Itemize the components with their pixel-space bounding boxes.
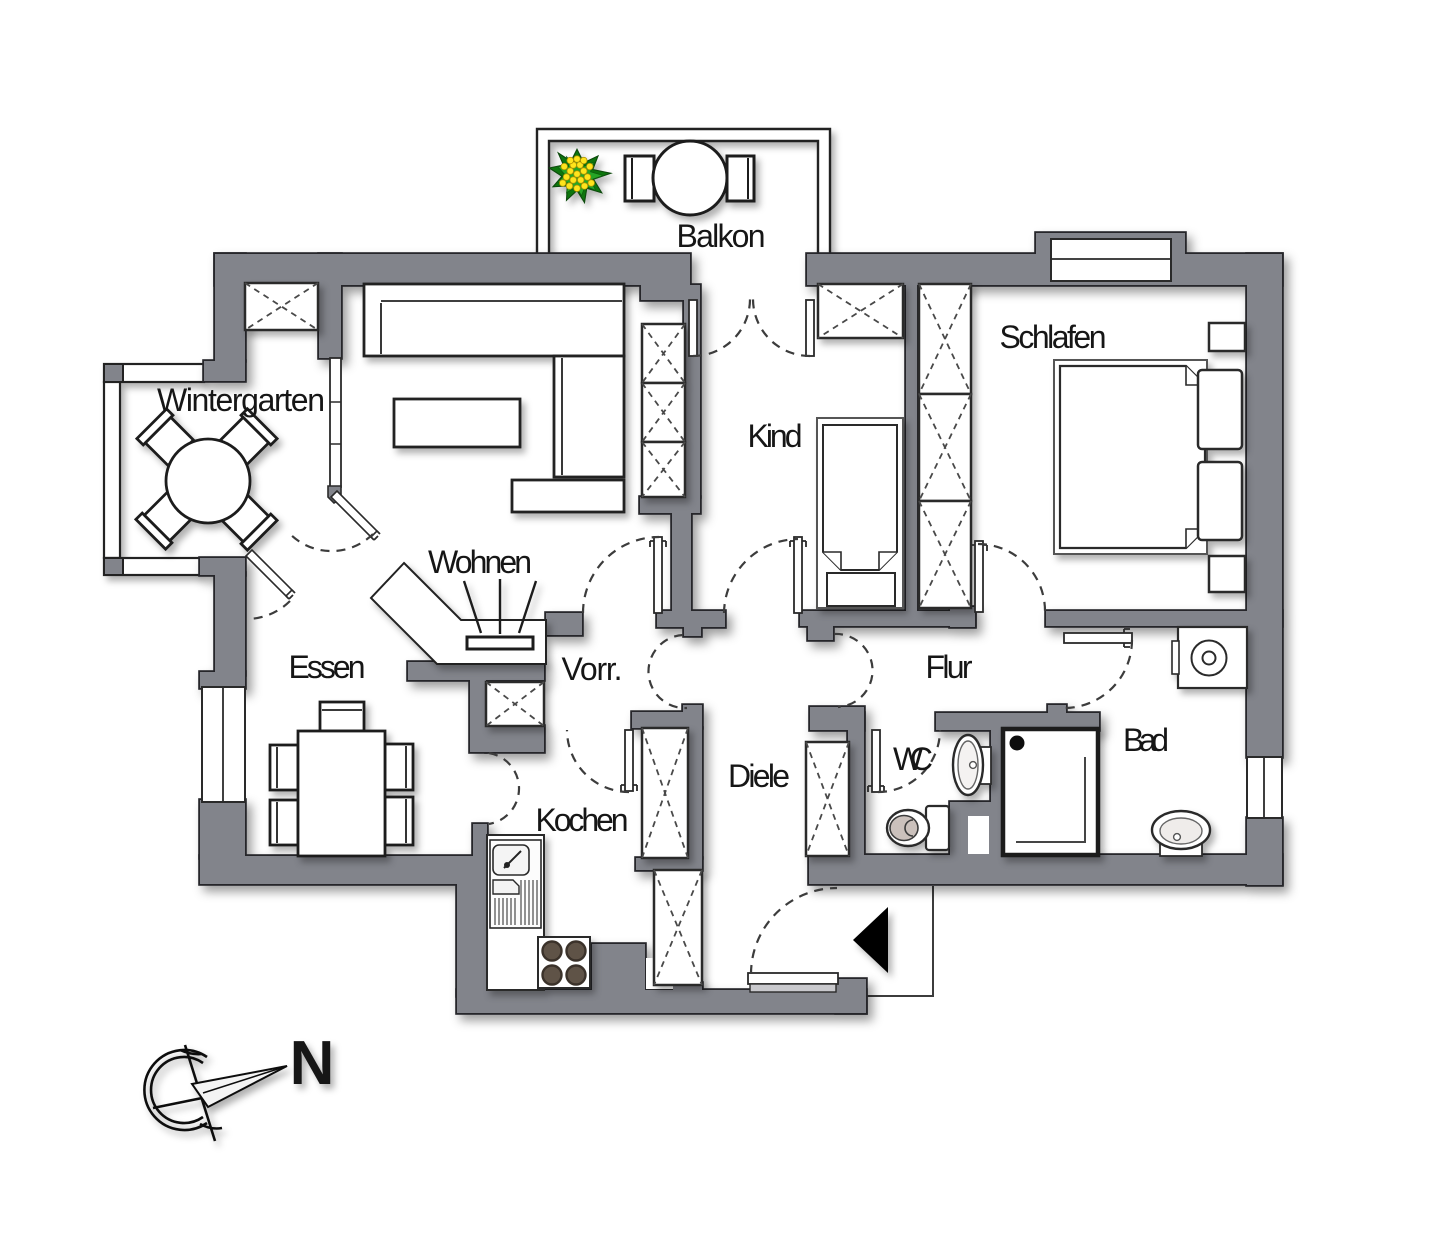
svg-text:Schlafen: Schlafen — [1000, 319, 1107, 355]
svg-text:Kind: Kind — [748, 418, 803, 454]
svg-text:Wintergarten: Wintergarten — [157, 382, 325, 418]
svg-text:N: N — [290, 1029, 335, 1098]
svg-text:Essen: Essen — [289, 649, 366, 685]
svg-text:Balkon: Balkon — [677, 218, 766, 254]
svg-text:Diele: Diele — [728, 758, 790, 794]
svg-text:Flur: Flur — [926, 649, 973, 685]
svg-text:Bad: Bad — [1123, 722, 1169, 758]
svg-text:Wohnen: Wohnen — [428, 544, 532, 580]
svg-text:Kochen: Kochen — [536, 802, 629, 838]
svg-text:WC: WC — [893, 741, 933, 777]
svg-text:Vorr.: Vorr. — [562, 651, 623, 687]
